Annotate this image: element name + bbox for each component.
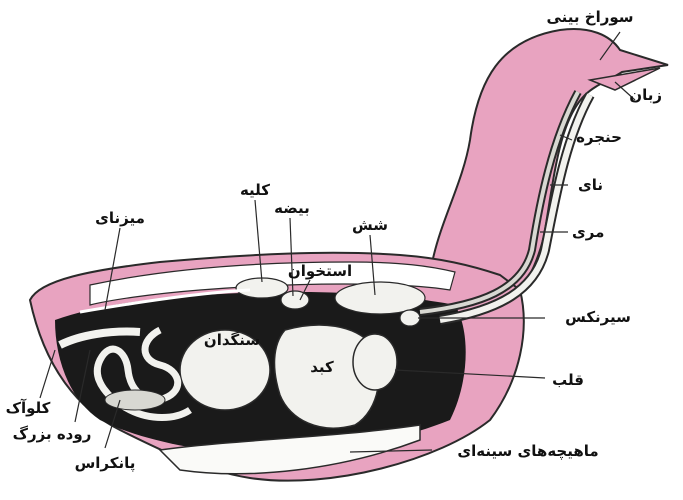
label-testis: بیضه (274, 199, 310, 217)
label-nostril: سوراخ بینی (546, 8, 633, 26)
label-esophagus: مری (572, 223, 604, 241)
label-kidney: کلیه (240, 181, 270, 199)
label-gizzard: سنگدان (204, 331, 260, 349)
label-bone: استخوان (288, 262, 352, 280)
label-tongue: زبان (629, 86, 662, 104)
label-ureter: میزنای (95, 209, 145, 227)
label-liver: کبد (310, 358, 334, 376)
label-larynx: حنجره (576, 128, 622, 146)
testis-shape (281, 291, 309, 309)
label-cloaca: کلوآک (6, 399, 51, 417)
label-trachea: نای (578, 176, 603, 194)
pancreas-shape (105, 390, 165, 410)
lung-shape (335, 282, 425, 314)
label-heart: قلب (552, 371, 584, 389)
label-lung: شش (352, 216, 388, 234)
syrinx-shape (400, 310, 420, 326)
heart-shape (353, 334, 397, 390)
label-large-intestine: روده بزرگ (13, 425, 92, 443)
label-breast-muscles: ماهیچه‌های سینه‌ای (457, 442, 598, 461)
label-syrinx: سیرنکس (565, 308, 631, 326)
label-pancreas: پانکراس (75, 454, 136, 473)
